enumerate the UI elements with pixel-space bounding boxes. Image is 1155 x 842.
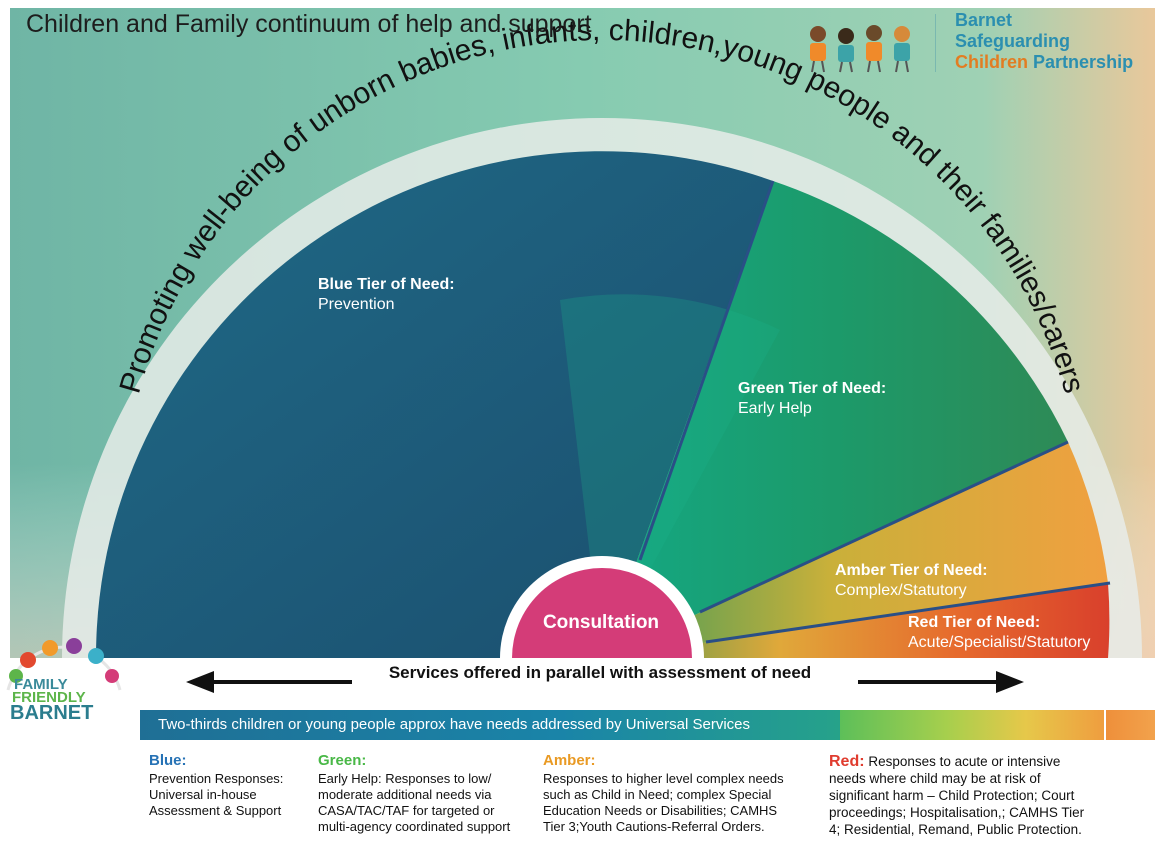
legend-blue-line-1: Prevention Responses: (149, 771, 284, 786)
green-tier-sector (602, 181, 1068, 658)
ffb-family: FAMILY (14, 676, 68, 693)
legend-amber-line-3: Education Needs or Disabilities; CAMHS (543, 803, 778, 818)
divider-amber-red (705, 581, 1111, 644)
legend-blue: Blue: Prevention Responses: Universal in… (149, 753, 283, 819)
legend-amber-heading: Amber: (543, 752, 596, 769)
legend-red-first: Responses to acute or intensive (868, 754, 1061, 769)
bscp-line-2: Safeguarding (955, 31, 1071, 51)
ffb-logo-text: FAMILY FRIENDLY BARNET (4, 636, 124, 740)
bscp-partnership: Partnership (1033, 52, 1134, 72)
family-friendly-barnet-logo (6, 638, 122, 691)
legend-red: Red: Responses to acute or intensive nee… (829, 753, 1084, 838)
blue-tier-heading: Blue Tier of Need: (318, 276, 455, 293)
right-arrow (858, 671, 1024, 693)
universal-services-bar (140, 710, 840, 740)
consultation-label: Consultation (542, 612, 660, 633)
green-tier-heading: Green Tier of Need: (738, 380, 887, 397)
legend-blue-line-2: Universal in-house (149, 787, 257, 802)
amber-tier-label: Amber Tier of Need: Complex/Statutory (835, 561, 988, 601)
legend-green-heading: Green: (318, 752, 367, 769)
page-title: Children and Family continuum of help an… (26, 10, 592, 38)
legend-green-line-1: Early Help: Responses to low/ (318, 771, 492, 786)
legend-green-line-4: multi-agency coordinated support (318, 819, 511, 834)
consultation-semicircle (512, 568, 692, 658)
ffb-barnet: BARNET (10, 702, 94, 724)
red-tier-sub: Acute/Specialist/Statutory (908, 634, 1091, 651)
legend-red-line-2: significant harm – Child Protection; Cou… (829, 788, 1075, 803)
legend-green-line-3: CASA/TAC/TAF for targeted or (318, 803, 495, 818)
legend-amber-line-2: such as Child in Need; complex Special (543, 787, 772, 802)
ffb-friendly: FRIENDLY (12, 689, 86, 706)
legend-blue-heading: Blue: (149, 752, 187, 769)
legend-red-heading: Red: (829, 753, 865, 770)
need-gradient-strip (840, 710, 1105, 740)
blue-tier-label: Blue Tier of Need: Prevention (318, 275, 455, 315)
amber-tier-sub: Complex/Statutory (835, 582, 967, 599)
logo-divider (935, 14, 936, 72)
blue-tier-sub: Prevention (318, 296, 395, 313)
legend-red-line-4: 4; Residential, Remand, Public Protectio… (829, 822, 1082, 837)
need-gradient-strip-end (1105, 710, 1155, 740)
blue-tier-sector (95, 151, 774, 659)
red-tier-label: Red Tier of Need: Acute/Specialist/Statu… (908, 613, 1090, 653)
legend-blue-line-3: Assessment & Support (149, 803, 282, 818)
legend-red-line-1: needs where child may be at risk of (829, 771, 1041, 786)
bscp-logo-text: Barnet Safeguarding Children Partnership (955, 10, 1133, 73)
legend-amber: Amber: Responses to higher level complex… (543, 753, 784, 835)
red-tier-heading: Red Tier of Need: (908, 614, 1041, 631)
bscp-line-3: Children Partnership (955, 52, 1133, 73)
universal-services-text: Two-thirds children or young people appr… (158, 716, 750, 733)
legend-amber-line-4: Tier 3;Youth Cautions-Referral Orders. (543, 819, 765, 834)
parallel-services-text: Services offered in parallel with assess… (0, 663, 1155, 683)
strip-divider (1104, 710, 1106, 740)
legend-red-line-3: proceedings; Hospitalisation,; CAMHS Tie… (829, 805, 1085, 820)
divider-blue-green (638, 180, 775, 561)
legend-green: Green: Early Help: Responses to low/ mod… (318, 753, 510, 835)
amber-tier-sector (602, 442, 1108, 658)
amber-tier-heading: Amber Tier of Need: (835, 562, 988, 579)
left-arrow (186, 671, 352, 693)
green-tier-sub: Early Help (738, 400, 812, 417)
bscp-line-1: Barnet (955, 10, 1013, 30)
parallel-text: Services offered in parallel with assess… (388, 663, 812, 682)
green-tier-label: Green Tier of Need: Early Help (738, 379, 886, 419)
divider-green-amber (699, 440, 1069, 614)
children-figures-icon (810, 25, 910, 73)
legend-red-line-0: Red: Responses to acute or intensive (829, 753, 1084, 770)
legend-amber-line-1: Responses to higher level complex needs (543, 771, 784, 786)
bscp-children: Children (955, 52, 1029, 72)
legend-green-line-2: moderate additional needs via (318, 787, 492, 802)
